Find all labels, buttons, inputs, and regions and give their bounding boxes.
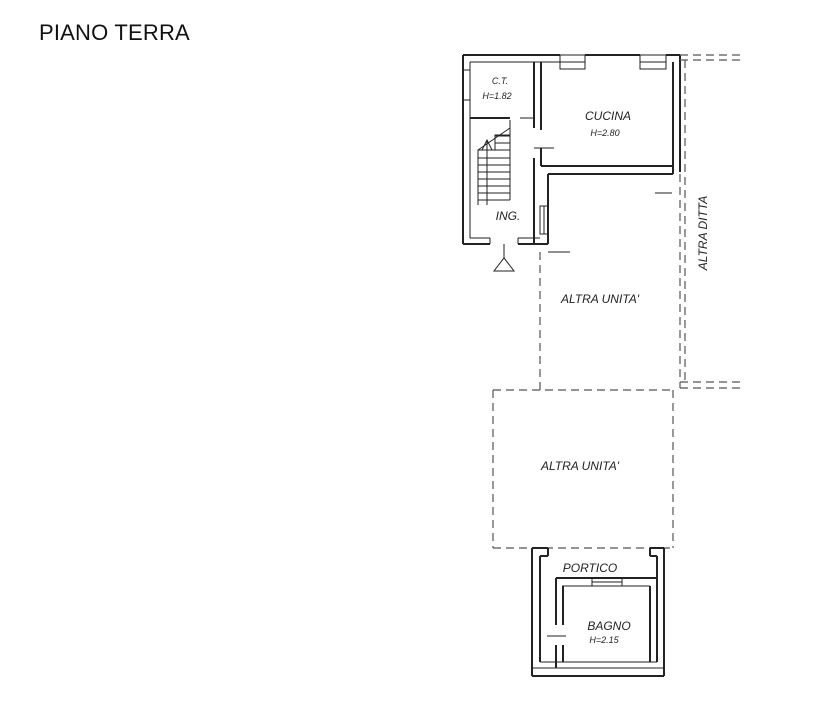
neighbouring-units-outline [492,54,742,549]
room-label-bagno: BAGNO [587,619,630,633]
room-label-cucina: CUCINA [585,109,631,123]
portico-bagno-walls [531,547,665,677]
room-height-ct: H=1.82 [482,91,511,101]
room-label-altra-unita-upper: ALTRA UNITA' [560,292,640,306]
room-label-ct: C.T. [492,76,508,86]
page-title: PIANO TERRA [39,20,190,45]
staircase [477,120,511,205]
room-height-cucina: H=2.80 [590,128,619,138]
room-height-bagno: H=2.15 [589,635,619,645]
room-label-altra-unita-lower: ALTRA UNITA' [540,459,620,473]
main-building-walls [462,54,681,272]
room-label-ingresso: ING. [496,209,521,223]
room-label-altra-ditta: ALTRA DITTA [696,196,710,271]
room-label-portico: PORTICO [563,561,617,575]
